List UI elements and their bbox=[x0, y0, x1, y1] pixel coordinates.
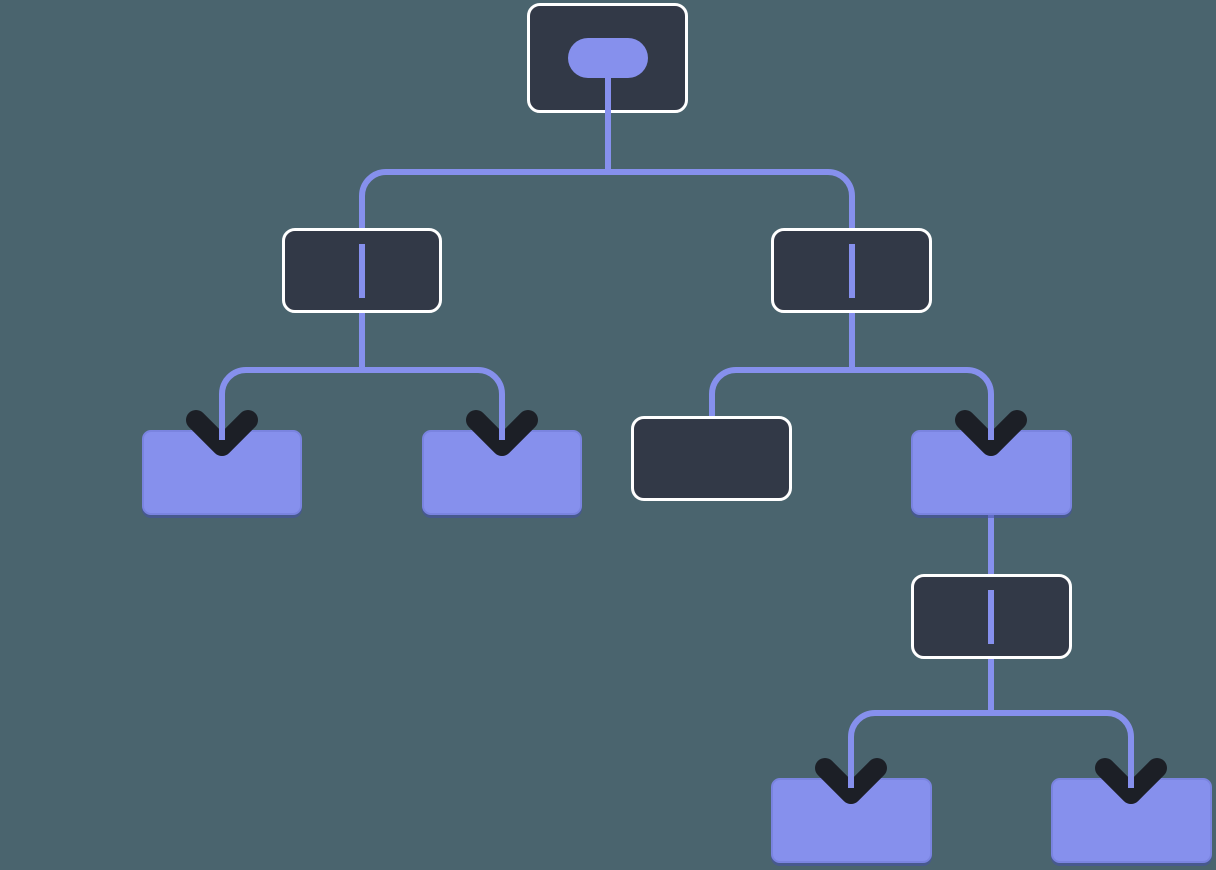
node-level2-c[interactable] bbox=[631, 416, 792, 501]
node-level2-b[interactable] bbox=[422, 430, 582, 515]
node-level2-a[interactable] bbox=[142, 430, 302, 515]
node-level4-a[interactable] bbox=[771, 778, 932, 863]
node-level1-right[interactable] bbox=[771, 228, 932, 313]
node-root[interactable] bbox=[527, 3, 688, 116]
edge-l1-right-to-l2-c bbox=[709, 367, 852, 416]
edge-l3-a-to-l4-a bbox=[848, 710, 991, 788]
node-level4-b[interactable] bbox=[1051, 778, 1212, 863]
edge-l1-right-to-l2-d bbox=[852, 367, 994, 440]
root-pill-stem-icon bbox=[605, 74, 611, 116]
edge-l1-left-to-l2-b bbox=[362, 367, 505, 440]
edge-root-to-l1-left bbox=[359, 169, 608, 228]
edge-l3-a-to-l4-b bbox=[991, 710, 1134, 788]
root-pill-icon bbox=[568, 38, 648, 78]
edge-l1-left-to-l2-a bbox=[219, 367, 362, 440]
node-level1-left[interactable] bbox=[282, 228, 442, 313]
node-level3-a[interactable] bbox=[911, 574, 1072, 659]
edge-root-to-l1-right bbox=[608, 169, 855, 228]
node-level2-d[interactable] bbox=[911, 430, 1072, 515]
